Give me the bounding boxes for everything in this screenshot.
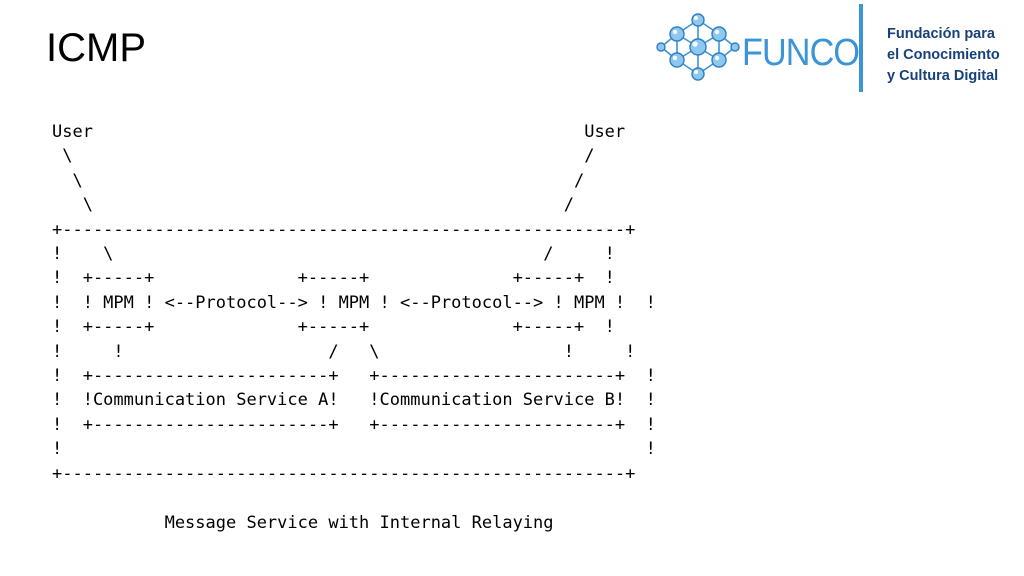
logo-name: FUNCO bbox=[742, 32, 860, 74]
diagram-line: ! !Communication Service A! !Communicati… bbox=[52, 390, 656, 411]
diagram-line: ! ! bbox=[52, 439, 656, 460]
diagram-line: User User bbox=[52, 122, 626, 142]
diagram-line: ! ! MPM ! <--Protocol--> ! MPM ! <--Prot… bbox=[52, 292, 656, 313]
diagram-line: ! +-----+ +-----+ +-----+ ! bbox=[52, 317, 615, 338]
diagram-line: ! +-----+ +-----+ +-----+ ! bbox=[52, 268, 615, 289]
diagram-caption: Message Service with Internal Relaying bbox=[52, 512, 554, 533]
diagram-line: +---------------------------------------… bbox=[52, 463, 636, 484]
diagram-line: +---------------------------------------… bbox=[52, 219, 636, 240]
diagram-line: ! ! / \ ! ! bbox=[52, 341, 636, 362]
diagram-line: ! +-----------------------+ +-----------… bbox=[52, 366, 656, 387]
funco-logo: FUNCO Fundación para el Conocimiento y C… bbox=[655, 4, 1020, 94]
logo-tagline-line: Fundación para bbox=[887, 26, 995, 42]
slide-title: ICMP bbox=[46, 26, 146, 70]
logo-tagline-line: el Conocimiento bbox=[887, 47, 1000, 63]
logo-tagline-line: y Cultura Digital bbox=[887, 68, 999, 84]
diagram-line: \ / bbox=[52, 146, 595, 167]
diagram-line: ! +-----------------------+ +-----------… bbox=[52, 414, 656, 435]
logo-divider bbox=[859, 4, 863, 92]
ascii-diagram: User User \ / \ / \ bbox=[52, 120, 656, 535]
network-nodes-icon bbox=[656, 13, 740, 81]
diagram-line: \ / bbox=[52, 170, 585, 191]
diagram-line: ! \ / ! bbox=[52, 244, 615, 265]
logo-tagline: Fundación para el Conocimiento y Cultura… bbox=[887, 24, 1000, 87]
diagram-line: \ / bbox=[52, 195, 574, 216]
